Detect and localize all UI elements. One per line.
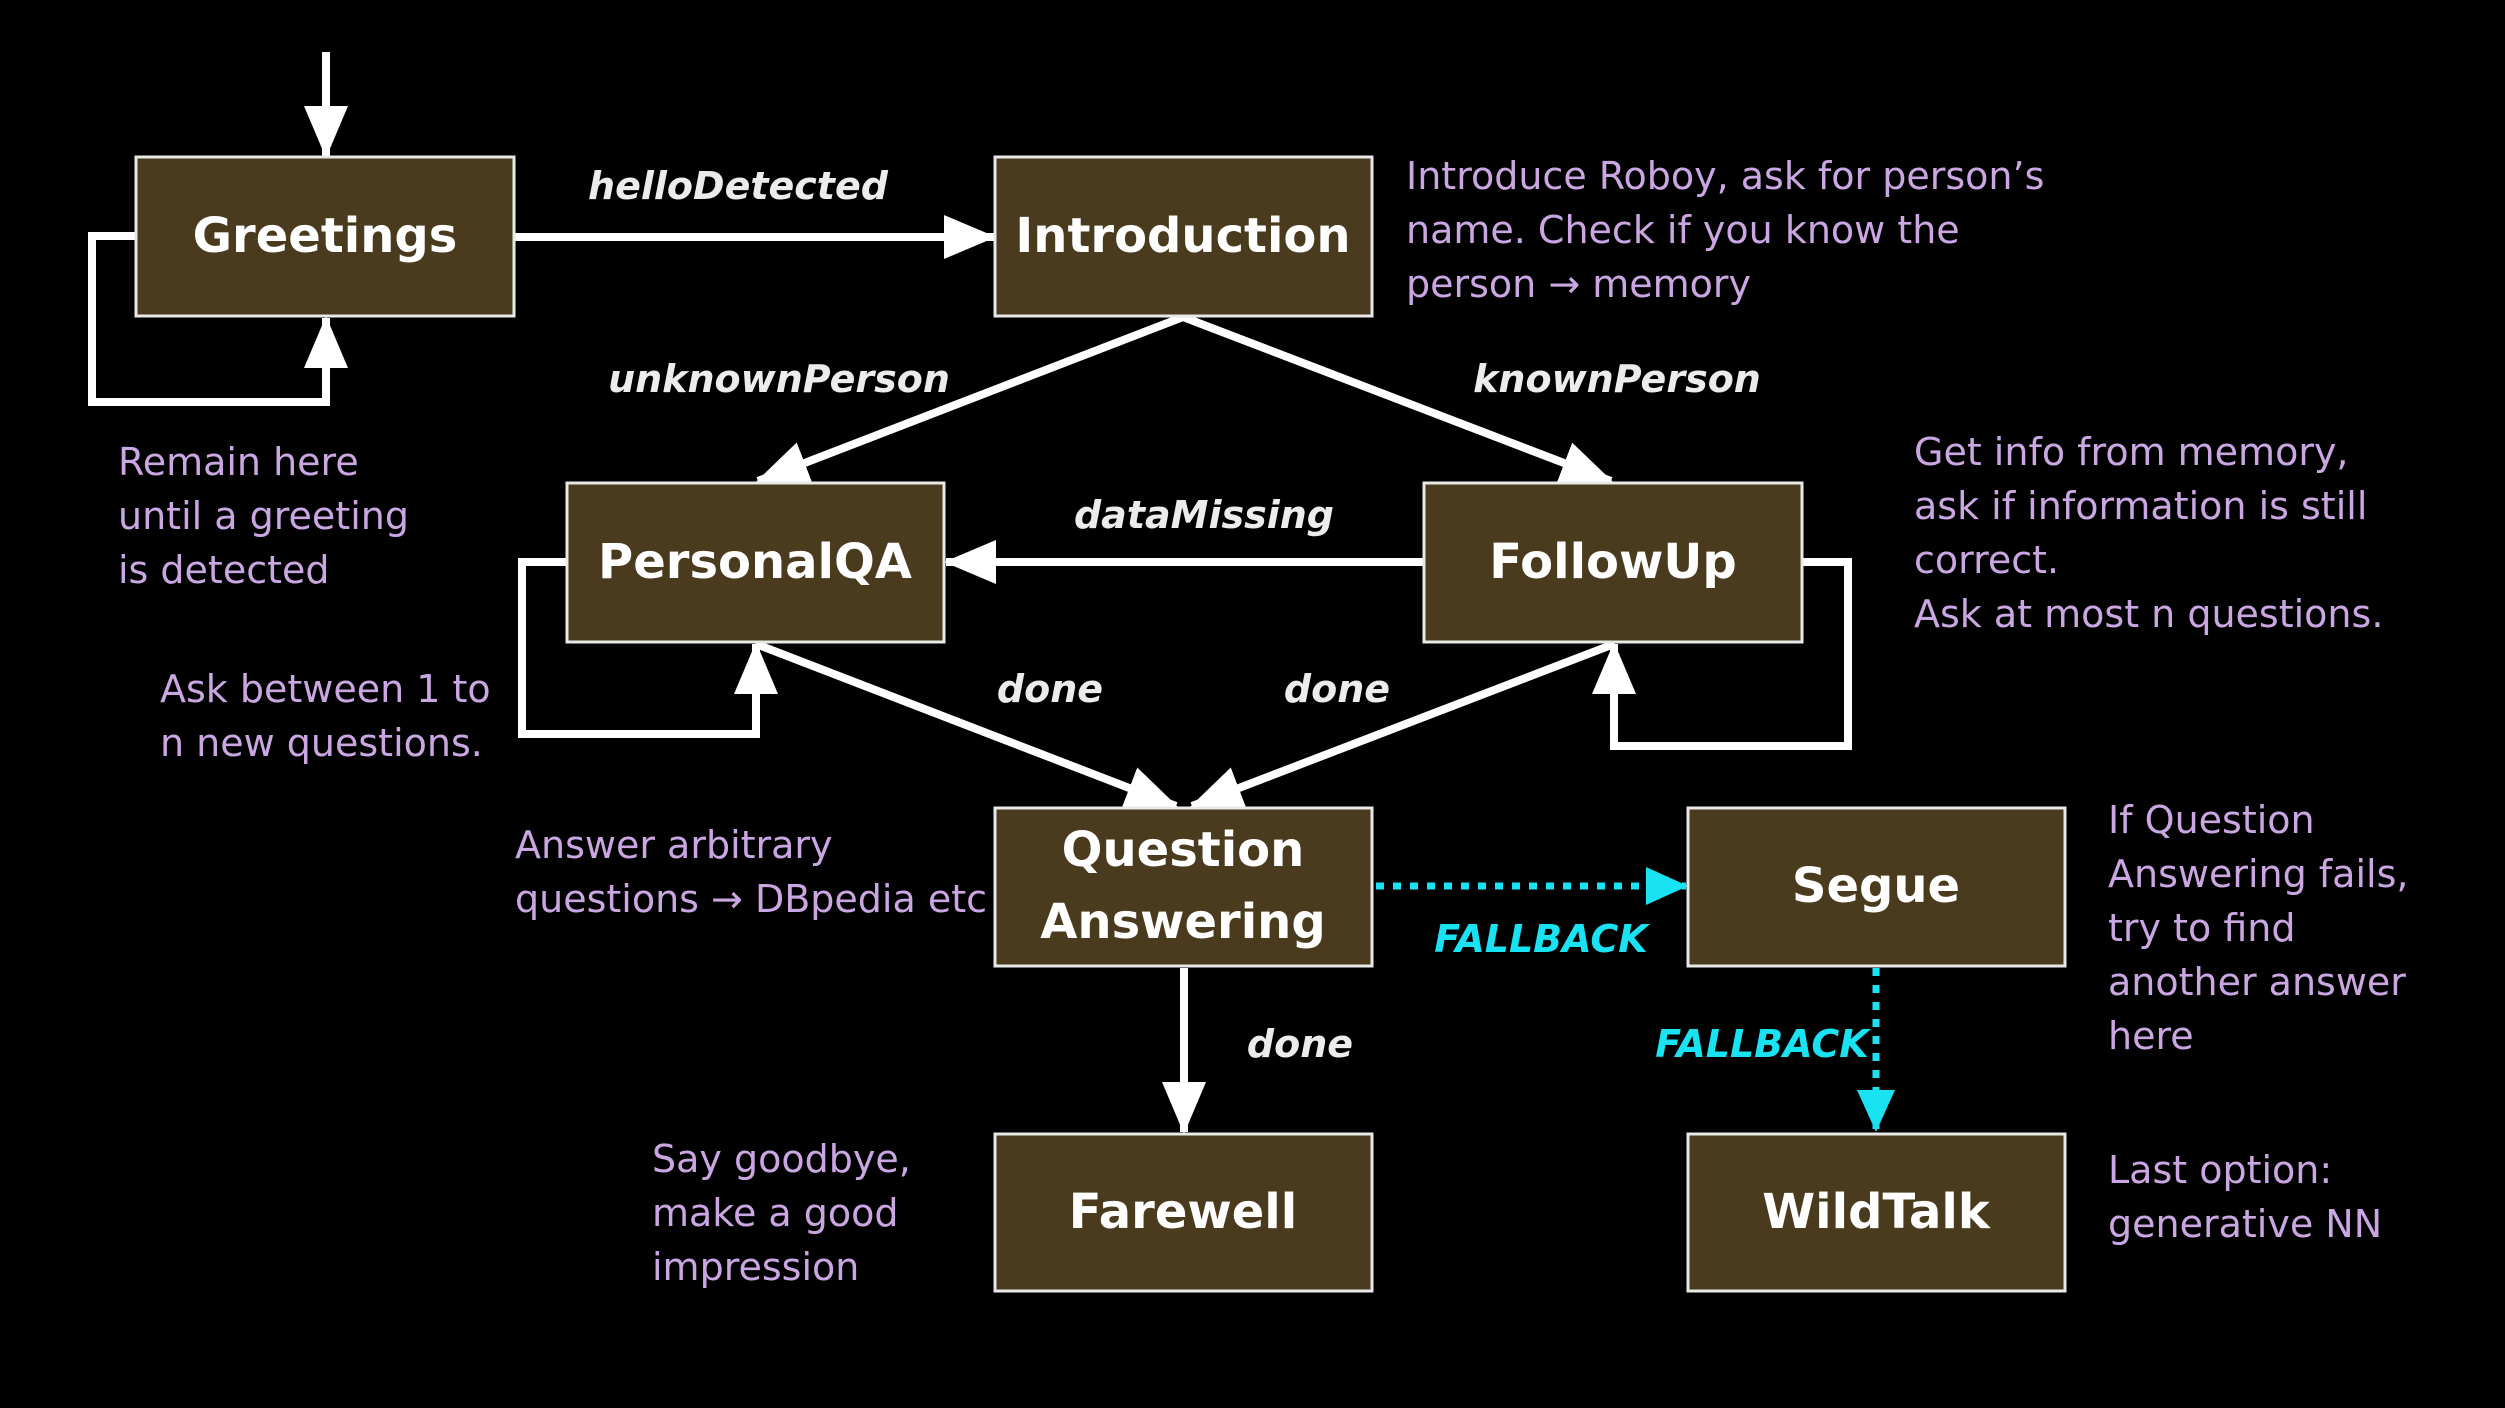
label-unknown-person: unknownPerson: [608, 357, 950, 401]
note-introduction-line: name. Check if you know the: [1406, 208, 1960, 252]
note-wildtalk: Last option: generative NN: [2108, 1148, 2382, 1246]
note-farewell-line: impression: [652, 1245, 859, 1289]
note-question-answering-line: questions → DBpedia etc: [515, 877, 987, 921]
note-greetings-line: until a greeting: [118, 494, 409, 538]
state-question-answering-label-line1: Question: [1062, 822, 1305, 878]
note-wildtalk-line: generative NN: [2108, 1202, 2382, 1246]
state-followup: FollowUp: [1422, 481, 1804, 644]
note-farewell: Say goodbye, make a good impression: [652, 1137, 911, 1289]
label-fallback-wildtalk: FALLBACK: [1655, 1022, 1871, 1066]
note-segue-line: another answer: [2108, 960, 2406, 1004]
note-question-answering: Answer arbitrary questions → DBpedia etc: [515, 823, 987, 921]
note-introduction-line: Introduce Roboy, ask for person’s: [1406, 154, 2044, 198]
note-farewell-line: make a good: [652, 1191, 899, 1235]
edge-known-person: [1181, 313, 1613, 485]
edge-unknown-person: [756, 313, 1185, 485]
note-greetings-line: Remain here: [118, 440, 359, 484]
followup-self-loop: [1592, 558, 1852, 750]
note-followup-line: correct.: [1914, 538, 2059, 582]
edge-followup-done: [1190, 640, 1616, 810]
note-followup-line: ask if information is still: [1914, 484, 2367, 528]
label-qa-done: done: [1247, 1022, 1353, 1066]
label-hello-detected: helloDetected: [588, 164, 889, 208]
greetings-self-loop: [88, 232, 348, 406]
label-data-missing: dataMissing: [1074, 493, 1334, 537]
personalqa-self-loop: [518, 558, 778, 738]
note-followup-line: Ask at most n questions.: [1914, 592, 2383, 636]
note-segue-line: here: [2108, 1014, 2194, 1058]
state-farewell: Farewell: [993, 1132, 1374, 1293]
note-personalqa-line: Ask between 1 to: [160, 667, 491, 711]
label-personalqa-done: done: [997, 667, 1103, 711]
label-fallback-segue: FALLBACK: [1434, 917, 1650, 961]
note-farewell-line: Say goodbye,: [652, 1137, 911, 1181]
state-question-answering: Question Answering: [993, 806, 1374, 968]
note-segue-line: try to find: [2108, 906, 2295, 950]
note-segue-line: Answering fails,: [2108, 852, 2408, 896]
state-introduction: Introduction: [993, 155, 1374, 318]
state-question-answering-label-line2: Answering: [1040, 894, 1325, 950]
state-wildtalk: WildTalk: [1686, 1132, 2067, 1293]
label-known-person: knownPerson: [1473, 357, 1761, 401]
state-segue-label: Segue: [1792, 858, 1960, 914]
state-followup-label: FollowUp: [1489, 534, 1736, 590]
note-wildtalk-line: Last option:: [2108, 1148, 2332, 1192]
state-greetings-label: Greetings: [193, 208, 458, 264]
note-introduction: Introduce Roboy, ask for person’s name. …: [1406, 154, 2044, 306]
note-personalqa-line: n new questions.: [160, 721, 483, 765]
note-followup-line: Get info from memory,: [1914, 430, 2349, 474]
state-personalqa-label: PersonalQA: [598, 534, 912, 590]
state-personalqa: PersonalQA: [565, 481, 946, 644]
state-introduction-label: Introduction: [1015, 208, 1350, 264]
state-segue: Segue: [1686, 806, 2067, 968]
note-question-answering-line: Answer arbitrary: [515, 823, 833, 867]
note-personalqa: Ask between 1 to n new questions.: [160, 667, 491, 765]
note-segue-line: If Question: [2108, 798, 2315, 842]
note-introduction-line: person → memory: [1406, 262, 1751, 306]
state-wildtalk-label: WildTalk: [1762, 1184, 1991, 1240]
state-farewell-label: Farewell: [1069, 1184, 1297, 1240]
note-segue: If Question Answering fails, try to find…: [2108, 798, 2408, 1058]
note-followup: Get info from memory, ask if information…: [1914, 430, 2383, 636]
note-greetings-line: is detected: [118, 548, 330, 592]
state-greetings: Greetings: [134, 155, 516, 318]
label-followup-done: done: [1284, 667, 1390, 711]
edge-personalqa-done: [754, 640, 1178, 810]
note-greetings: Remain here until a greeting is detected: [118, 440, 409, 592]
